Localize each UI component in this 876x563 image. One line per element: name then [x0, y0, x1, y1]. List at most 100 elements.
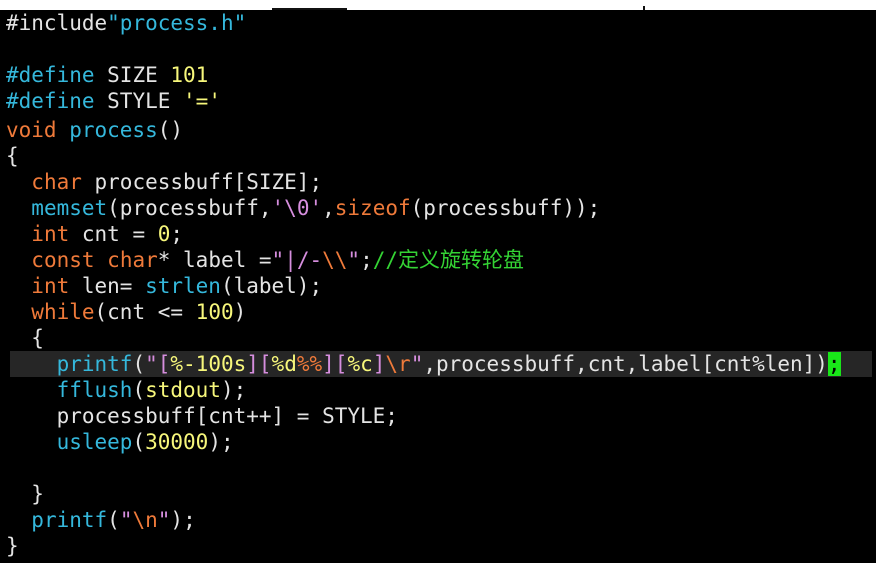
- sizeof-keyword: sizeof: [334, 196, 411, 220]
- code-line-1[interactable]: #include"process.h": [6, 10, 246, 36]
- code-text: );: [208, 430, 234, 454]
- indent: [6, 300, 31, 324]
- string-literal: ": [410, 352, 424, 376]
- number-literal: 100: [195, 300, 234, 324]
- code-text: (processbuff,: [107, 196, 272, 220]
- code-line-3[interactable]: #define SIZE 101: [6, 62, 208, 88]
- function-call: fflush: [56, 378, 133, 402]
- code-line-14[interactable]: printf("[%-100s][%d%%][%c]\r",processbuf…: [6, 351, 841, 377]
- brace: {: [31, 326, 44, 350]
- code-text: (: [132, 430, 146, 454]
- function-name: process: [56, 118, 158, 142]
- define-keyword: #define: [6, 89, 95, 113]
- code-text: processbuff[SIZE];: [81, 170, 323, 194]
- string-literal: ]: [372, 352, 386, 376]
- char-literal: '\0': [271, 196, 323, 220]
- escape-sequence: \\: [322, 248, 348, 272]
- function-call: printf: [56, 352, 133, 376]
- indent: [6, 170, 31, 194]
- indent: [6, 404, 57, 428]
- code-line-11[interactable]: int len= strlen(label);: [6, 273, 322, 299]
- window-top-edge: [0, 0, 876, 10]
- top-edge-tick: [643, 6, 645, 10]
- type-keyword: int: [31, 222, 70, 246]
- format-specifier: %c: [347, 352, 373, 376]
- code-text: (: [132, 378, 146, 402]
- indent: [6, 248, 31, 272]
- macro-value: 101: [170, 63, 209, 87]
- string-literal: ][: [322, 352, 348, 376]
- macro-name: STYLE: [94, 89, 184, 113]
- indent: [6, 274, 31, 298]
- define-keyword: #define: [6, 63, 95, 87]
- type-keyword: void: [6, 118, 57, 142]
- while-keyword: while: [31, 300, 95, 324]
- include-filename: "process.h": [107, 11, 247, 35]
- escape-sequence: \r: [385, 352, 411, 376]
- code-text: (label);: [220, 274, 323, 298]
- type-keyword: char: [107, 248, 158, 272]
- function-call: memset: [31, 196, 108, 220]
- code-line-9[interactable]: int cnt = 0;: [6, 221, 183, 247]
- const-keyword: const: [31, 248, 95, 272]
- code-line-21[interactable]: }: [6, 533, 19, 559]
- type-keyword: int: [31, 274, 70, 298]
- code-line-4[interactable]: #define STYLE '=': [6, 88, 221, 114]
- brace: {: [6, 144, 19, 168]
- format-specifier: %-100s: [170, 352, 247, 376]
- code-line-16[interactable]: processbuff[cnt++] = STYLE;: [6, 403, 398, 429]
- indent: [6, 378, 57, 402]
- brace: }: [31, 482, 44, 506]
- code-line-8[interactable]: memset(processbuff,'\0',sizeof(processbu…: [6, 195, 600, 221]
- number-literal: 30000: [145, 430, 209, 454]
- brace: }: [6, 534, 19, 558]
- code-line-12[interactable]: while(cnt <= 100): [6, 299, 246, 325]
- code-text: ,: [322, 196, 335, 220]
- indent: [6, 352, 57, 376]
- code-line-15[interactable]: fflush(stdout);: [6, 377, 247, 403]
- function-call: strlen: [145, 274, 221, 298]
- string-literal: "[: [145, 352, 171, 376]
- code-text: * label =: [157, 248, 272, 272]
- space: [95, 248, 108, 272]
- code-text: );: [170, 508, 196, 532]
- code-text: ,processbuff,cnt,label[cnt%len]): [423, 352, 828, 376]
- escape-sequence: %%: [296, 352, 323, 376]
- text-cursor: ;: [827, 352, 841, 376]
- indent: [6, 482, 31, 506]
- format-specifier: %d: [271, 352, 297, 376]
- comment: //定义旋转轮盘: [372, 248, 525, 272]
- type-keyword: char: [31, 170, 82, 194]
- indent: [6, 508, 31, 532]
- code-text: (): [157, 118, 184, 142]
- code-text: cnt =: [69, 222, 158, 246]
- indent: [6, 430, 57, 454]
- code-line-13[interactable]: {: [6, 325, 44, 351]
- code-line-20[interactable]: printf("\n");: [6, 507, 196, 533]
- code-line-6[interactable]: {: [6, 143, 19, 169]
- code-text: (: [107, 508, 120, 532]
- function-call: usleep: [56, 430, 133, 454]
- indent: [6, 222, 31, 246]
- macro-name: SIZE: [94, 63, 171, 87]
- code-line-17[interactable]: usleep(30000);: [6, 429, 234, 455]
- string-literal: ": [119, 508, 133, 532]
- code-text: processbuff[cnt++] = STYLE;: [56, 404, 398, 428]
- stdout-identifier: stdout: [145, 378, 221, 402]
- indent: [6, 326, 31, 350]
- string-literal: ": [157, 508, 171, 532]
- include-directive: #include: [6, 11, 108, 35]
- function-call: printf: [31, 508, 108, 532]
- indent: [6, 196, 31, 220]
- code-text: (: [132, 352, 146, 376]
- code-text: );: [220, 378, 247, 402]
- macro-value: '=': [183, 89, 221, 113]
- string-literal: "|/-: [271, 248, 323, 272]
- code-line-5[interactable]: void process(): [6, 117, 183, 143]
- code-line-7[interactable]: char processbuff[SIZE];: [6, 169, 322, 195]
- code-text: (processbuff));: [410, 196, 601, 220]
- number-literal: 0: [157, 222, 171, 246]
- code-line-10[interactable]: const char* label ="|/-\\";//定义旋转轮盘: [6, 247, 524, 273]
- code-line-19[interactable]: }: [6, 481, 44, 507]
